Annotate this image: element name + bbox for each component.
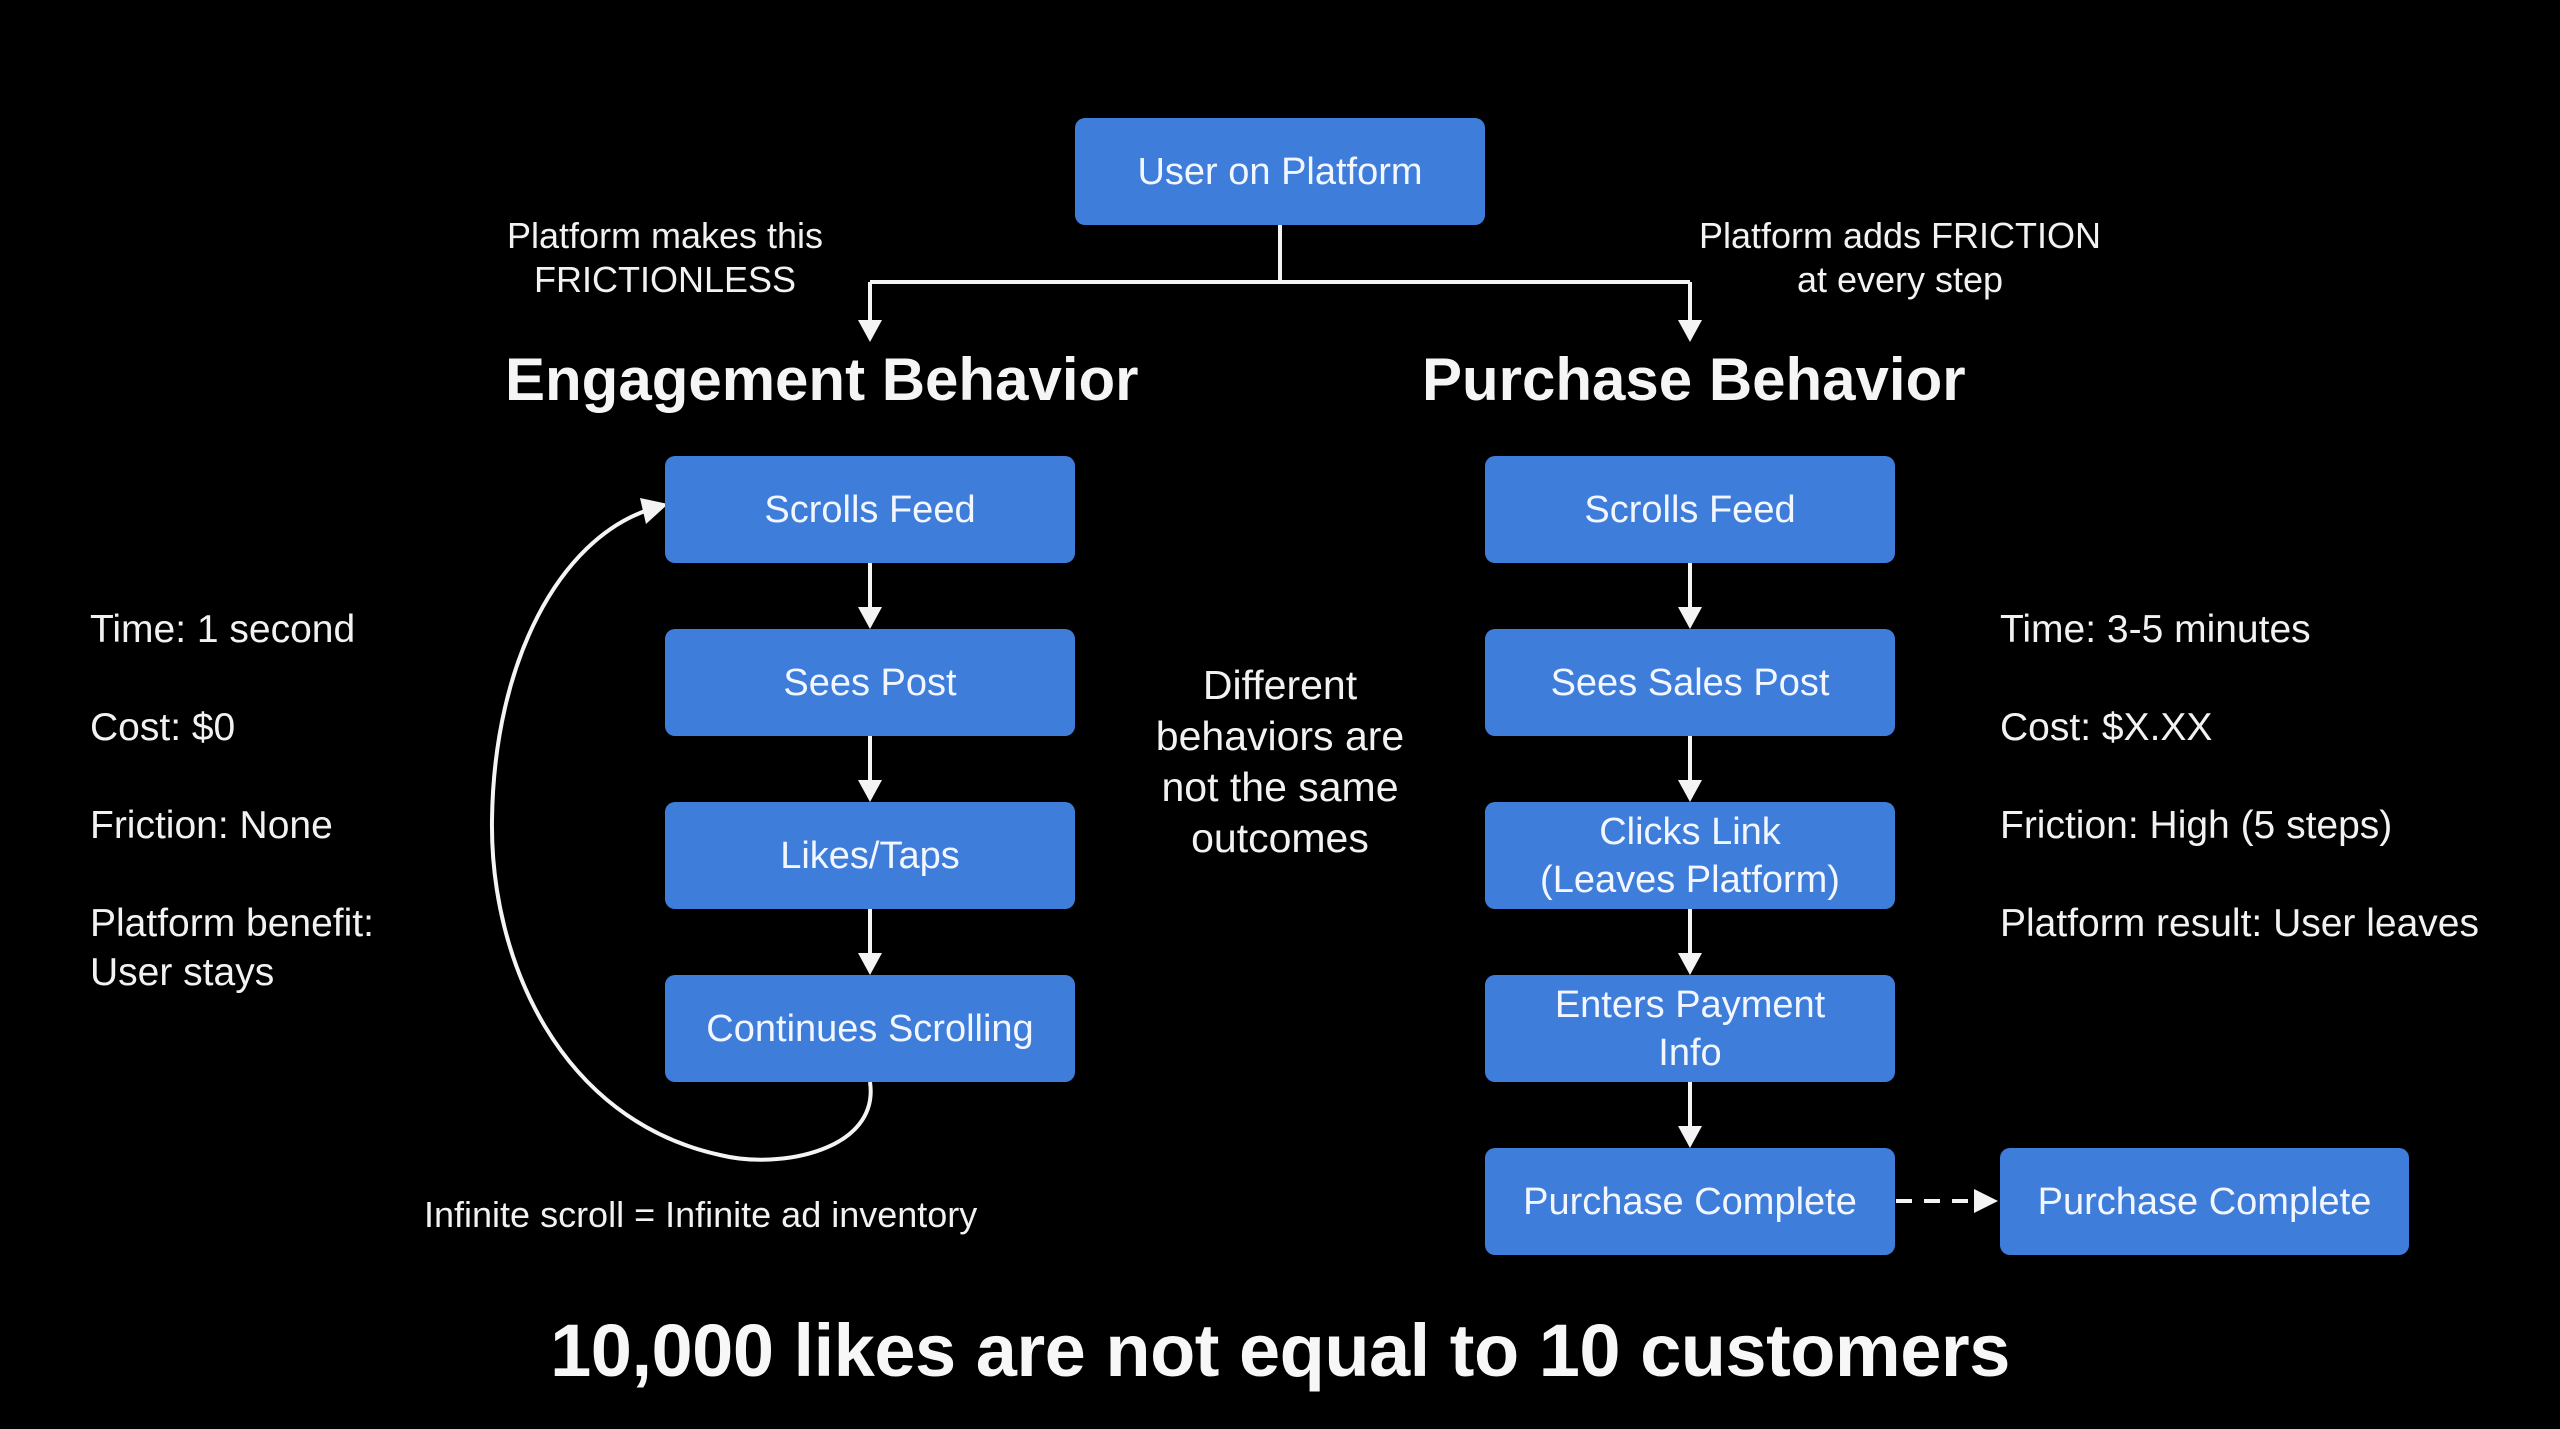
left-branch-note: Platform makes this FRICTIONLESS	[506, 215, 824, 300]
engagement-stat-cost: Cost: $0	[90, 706, 236, 749]
purchase-title: Purchase Behavior	[1422, 346, 1966, 413]
step-label: Clicks Link (Leaves Platform)	[1540, 810, 1840, 901]
engagement-step-scrolls-feed: Scrolls Feed	[665, 456, 1075, 563]
engagement-step-continues-scrolling: Continues Scrolling	[665, 975, 1075, 1082]
infinite-loop-arrow	[489, 508, 873, 1162]
engagement-arrowhead-2	[858, 780, 882, 802]
purchase-step-sees-sales-post: Sees Sales Post	[1485, 629, 1895, 736]
purchase-stat-cost: Cost: $X.XX	[2000, 706, 2213, 749]
step-label: Enters Payment Info	[1554, 983, 1826, 1074]
purchase-stat-friction: Friction: High (5 steps)	[2000, 804, 2393, 847]
step-label: Purchase Complete	[1523, 1180, 1857, 1223]
bottom-tagline: 10,000 likes are not equal to 10 custome…	[550, 1309, 2010, 1392]
purchase-step-clicks-link: Clicks Link (Leaves Platform)	[1485, 802, 1895, 909]
infinite-scroll-note: Infinite scroll = Infinite ad inventory	[424, 1194, 978, 1235]
step-label: Scrolls Feed	[764, 488, 976, 531]
engagement-step-sees-post: Sees Post	[665, 629, 1075, 736]
step-label: Scrolls Feed	[1584, 488, 1796, 531]
engagement-stat-benefit: Platform benefit: User stays	[90, 902, 374, 994]
right-branch-note: Platform adds FRICTION at every step	[1698, 215, 2102, 300]
engagement-step-likes-taps: Likes/Taps	[665, 802, 1075, 909]
purchase-step-enters-payment: Enters Payment Info	[1485, 975, 1895, 1082]
center-note: Different behaviors are not the same out…	[1155, 662, 1405, 861]
engagement-arrowhead-3	[858, 953, 882, 975]
outcome-arrowhead	[1974, 1189, 1998, 1213]
root-node-user-on-platform: User on Platform	[1075, 118, 1485, 225]
purchase-stat-result: Platform result: User leaves	[2000, 902, 2479, 945]
step-label: Continues Scrolling	[706, 1007, 1034, 1050]
step-label: Likes/Taps	[780, 834, 960, 877]
engagement-stat-friction: Friction: None	[90, 804, 333, 847]
purchase-step-scrolls-feed: Scrolls Feed	[1485, 456, 1895, 563]
purchase-arrowhead-2	[1678, 780, 1702, 802]
step-label: Sees Sales Post	[1550, 661, 1830, 704]
root-node-label: User on Platform	[1137, 150, 1423, 193]
engagement-stat-time: Time: 1 second	[90, 608, 356, 651]
purchase-stat-time: Time: 3-5 minutes	[2000, 608, 2311, 651]
loop-arrowhead	[640, 498, 668, 524]
engagement-arrowhead-1	[858, 607, 882, 629]
branch-right-arrowhead	[1678, 320, 1702, 342]
purchase-arrowhead-4	[1678, 1126, 1702, 1148]
outcome-label: Purchase Complete	[2037, 1180, 2372, 1223]
branch-left-arrowhead	[858, 320, 882, 342]
purchase-step-purchase-complete: Purchase Complete	[1485, 1148, 1895, 1255]
purchase-outcome-purchase-complete: Purchase Complete	[2000, 1148, 2409, 1255]
purchase-arrowhead-3	[1678, 953, 1702, 975]
step-label: Sees Post	[783, 661, 957, 704]
engagement-title: Engagement Behavior	[505, 346, 1139, 413]
purchase-arrowhead-1	[1678, 607, 1702, 629]
